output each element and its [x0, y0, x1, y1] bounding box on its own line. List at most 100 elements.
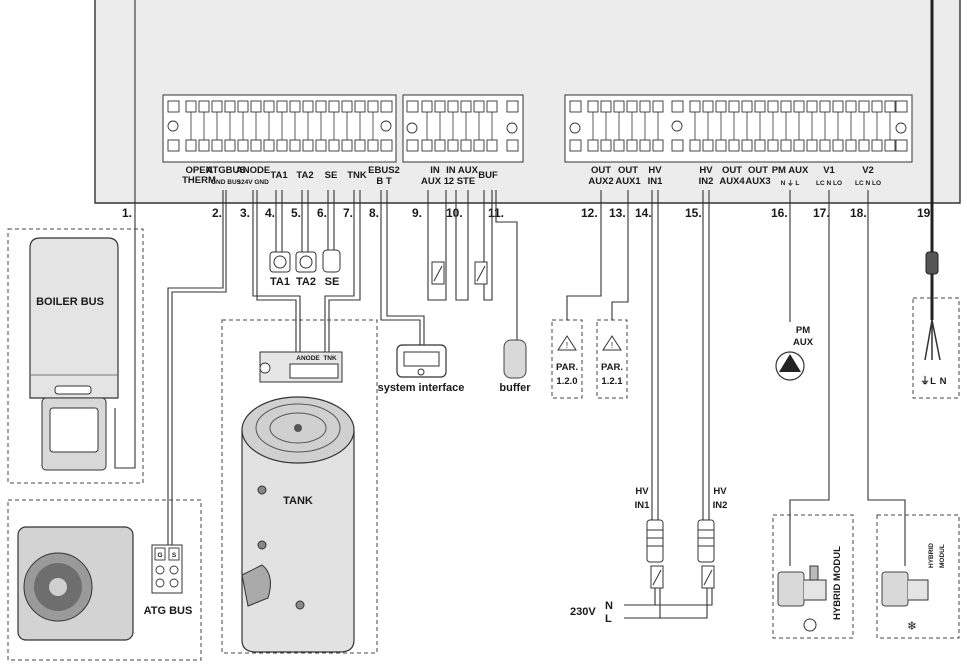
- terminal-screw: [715, 100, 727, 113]
- system-interface-label: system interface: [378, 382, 465, 394]
- label-hv-in1-bottom: IN1: [648, 176, 664, 187]
- terminal-clamp: [185, 139, 197, 152]
- terminal-clamp: [613, 139, 625, 152]
- terminal-screw: [819, 100, 831, 113]
- wire-number-12: 12.: [581, 206, 598, 220]
- terminal-screw: [793, 100, 805, 113]
- par-1-2-1-bottom: 1.2.1: [601, 376, 623, 387]
- terminal-screw: [447, 100, 459, 113]
- terminal-clamp: [819, 139, 831, 152]
- label-pm-aux-top: PM AUX: [772, 165, 809, 176]
- boiler-bus-device: BOILER BUS: [7, 228, 144, 484]
- power-ground: ⏚: [920, 376, 930, 387]
- wire-number-6: 6.: [317, 206, 327, 220]
- label-buf: BUF: [478, 170, 498, 181]
- svg-text:!: !: [611, 341, 613, 350]
- terminal-screw: [728, 100, 740, 113]
- terminal-clamp: [354, 139, 366, 152]
- terminal-screw: [276, 100, 288, 113]
- label-in-aux1-bottom: AUX 1: [421, 176, 450, 187]
- terminal-screw: [600, 100, 612, 113]
- terminal-screw: [626, 100, 638, 113]
- power-l: L: [930, 376, 936, 387]
- input-switches: [431, 261, 488, 285]
- label-v1-bottom: LC N LO: [816, 180, 842, 187]
- terminal-block-right: [564, 94, 913, 163]
- label-out-aux3-top: OUT: [748, 165, 768, 176]
- terminal-screw: [741, 100, 753, 113]
- hybrid-modul-1: HYBRID MODUL: [772, 514, 854, 639]
- terminal-clamp: [224, 139, 236, 152]
- label-ta1: TA1: [270, 170, 288, 181]
- left-terminal-labels: OPEN THERM ATGBUS GND BUS ANODE +24V GND…: [182, 165, 400, 187]
- terminal-clamp: [211, 139, 223, 152]
- label-se: SE: [325, 170, 338, 181]
- wire-number-13: 13.: [609, 206, 626, 220]
- buffer-label: buffer: [499, 382, 531, 394]
- wire-number-10: 10.: [446, 206, 463, 220]
- par-1-2-0-top: PAR.: [556, 362, 578, 373]
- terminal-clamp: [289, 139, 301, 152]
- wire-number-19: 19.: [917, 206, 934, 220]
- mains-supply: 230V N L: [570, 588, 713, 625]
- hv-in1-connector: HV IN1: [635, 486, 664, 589]
- terminal-clamp: [793, 139, 805, 152]
- terminal-clamp: [237, 139, 249, 152]
- wire-number-16: 16.: [771, 206, 788, 220]
- label-v2-bottom: LC N LO: [855, 180, 881, 187]
- atg-terminal-s: S: [172, 552, 177, 559]
- wires: [114, 0, 934, 566]
- hybrid-modul-label: HYBRID MODUL: [832, 546, 843, 620]
- label-open-therm-bottom: THERM: [182, 175, 216, 186]
- pm-aux-top: PM: [796, 325, 810, 336]
- terminal-screw: [754, 100, 766, 113]
- terminal-clamp: [806, 139, 818, 152]
- boiler-bus-label: BOILER BUS: [36, 296, 104, 308]
- terminal-clamp: [871, 139, 883, 152]
- hv-in2-bottom: IN2: [713, 500, 728, 511]
- terminal-screw: [806, 100, 818, 113]
- svg-text:❄: ❄: [907, 619, 917, 633]
- terminal-screw: [341, 100, 353, 113]
- wire-number-15: 15.: [685, 206, 702, 220]
- label-out-aux3-bottom: AUX3: [745, 176, 770, 187]
- wire-number-17: 17.: [813, 206, 830, 220]
- terminal-clamp: [460, 139, 472, 152]
- terminal-screw: [434, 100, 446, 113]
- hybrid-modul-2-top: HYBRID: [928, 543, 935, 568]
- terminal-screw: [421, 100, 433, 113]
- wire-number-9: 9.: [412, 206, 422, 220]
- atg-terminal-g: G: [157, 552, 162, 559]
- terminal-clamp: [198, 139, 210, 152]
- pm-aux-bottom: AUX: [793, 337, 814, 348]
- terminal-clamp: [626, 139, 638, 152]
- terminal-clamp: [741, 139, 753, 152]
- label-hv-in1-top: HV: [648, 165, 662, 176]
- label-in-aux1-top: IN: [430, 165, 440, 176]
- terminal-screw: [198, 100, 210, 113]
- terminal-clamp: [832, 139, 844, 152]
- tank-terminal-tnk: TNK: [323, 355, 337, 362]
- terminal-clamp: [250, 139, 262, 152]
- warning-par-1-2-0: ! PAR. 1.2.0: [551, 319, 583, 399]
- terminal-clamp: [421, 139, 433, 152]
- wire-number-18: 18.: [850, 206, 867, 220]
- terminal-screw: [871, 100, 883, 113]
- terminal-clamp: [587, 139, 599, 152]
- terminal-screw: [858, 100, 870, 113]
- power-cable: ⏚ L N: [912, 251, 960, 399]
- wire-number-7: 7.: [343, 206, 353, 220]
- terminal-screw: [237, 100, 249, 113]
- terminal-screw: [354, 100, 366, 113]
- terminal-screw: [224, 100, 236, 113]
- terminal-clamp: [367, 139, 379, 152]
- label-atgbus-top: ATGBUS: [206, 165, 245, 176]
- terminal-clamp: [276, 139, 288, 152]
- label-ebus2-bottom: B T: [376, 176, 392, 187]
- se-label: SE: [325, 276, 340, 288]
- label-ebus2-top: EBUS2: [368, 165, 400, 176]
- hv-in2-top: HV: [713, 486, 727, 497]
- hv-in1-bottom: IN1: [635, 500, 651, 511]
